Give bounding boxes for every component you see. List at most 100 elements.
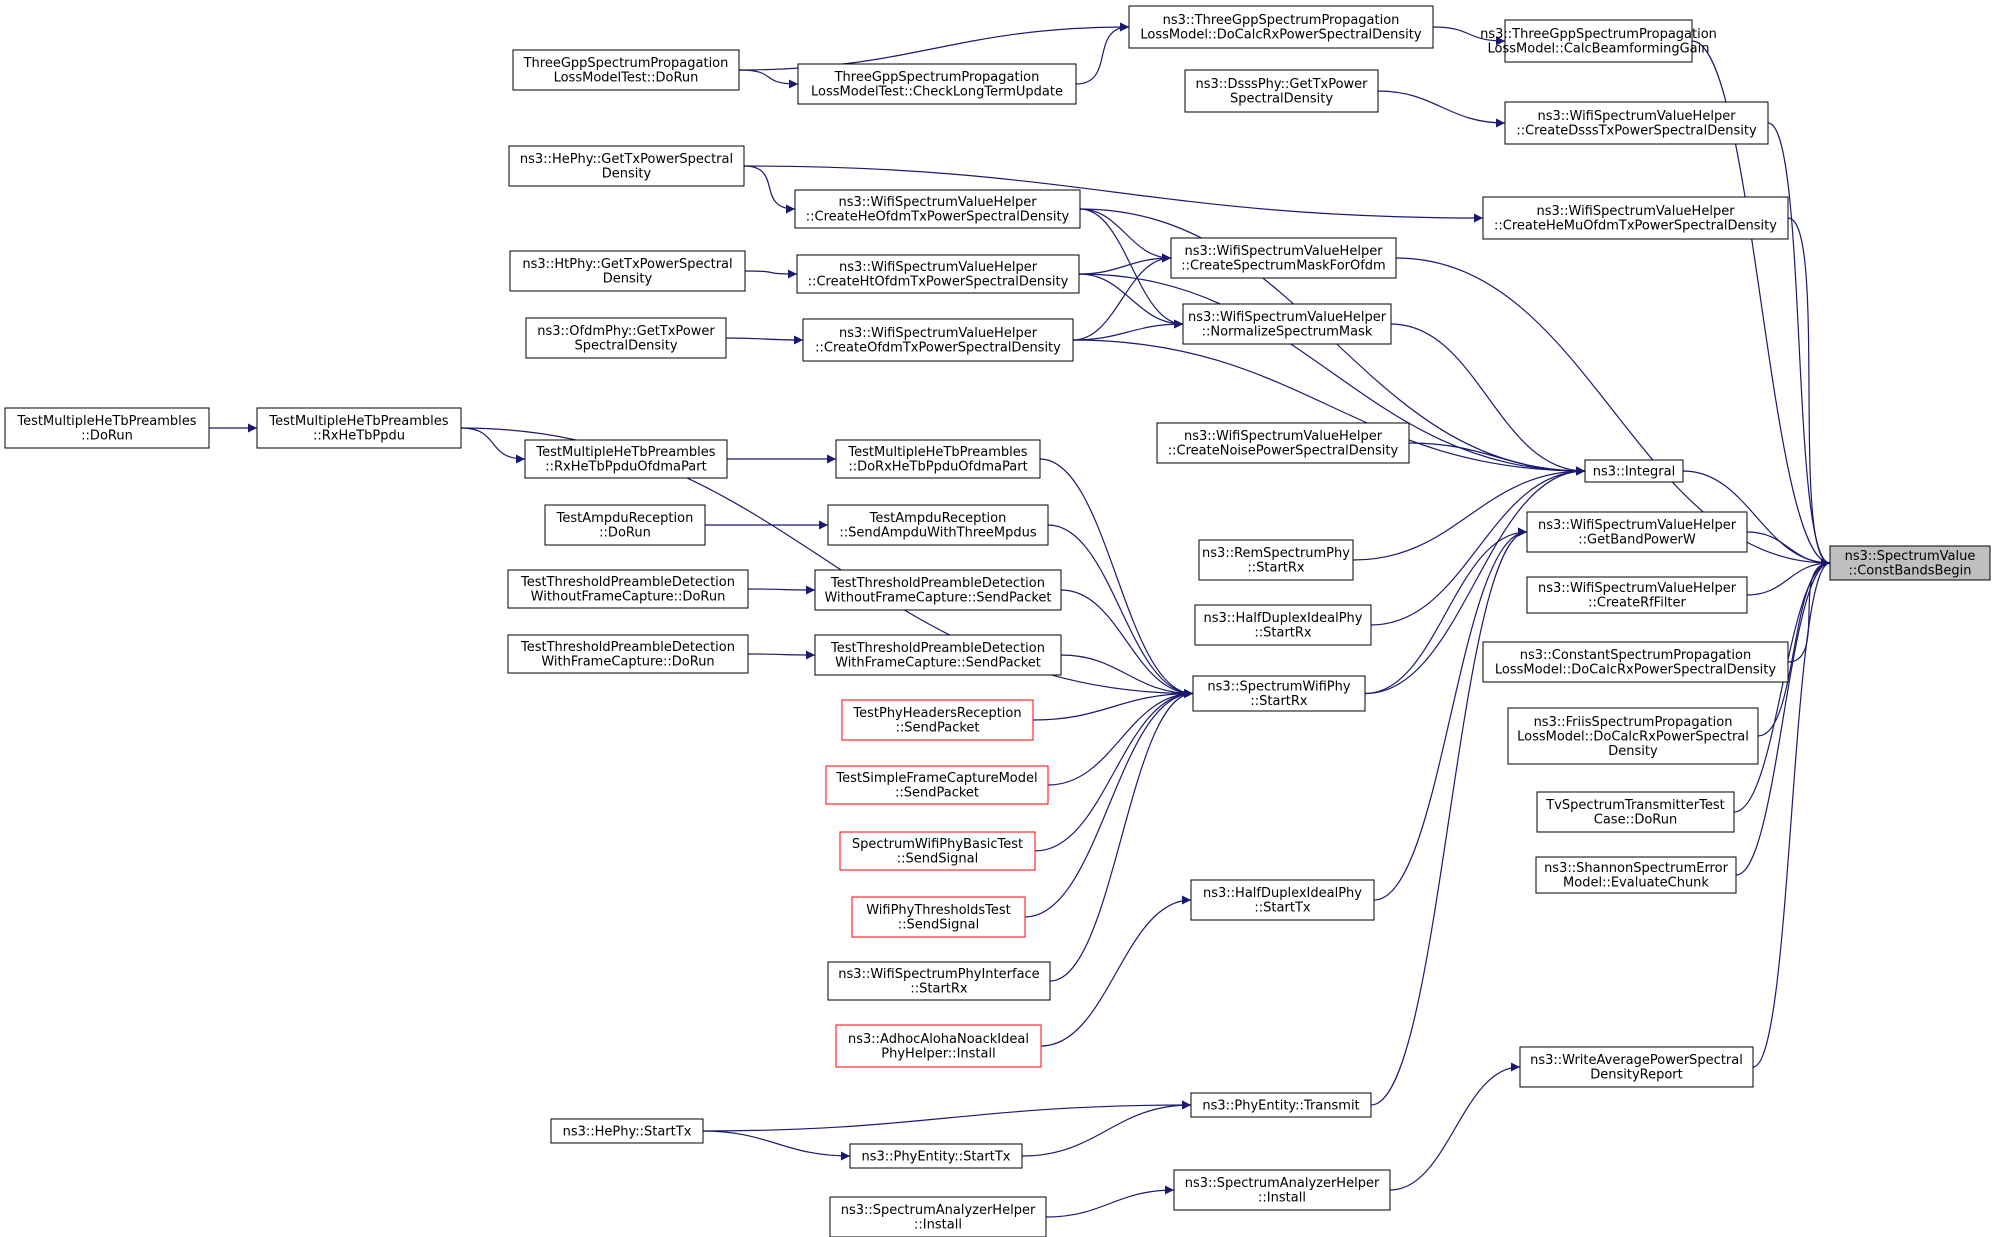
node-label: WithoutFrameCapture::SendPacket: [824, 591, 1051, 606]
node-sah-install-caller[interactable]: ns3::SpectrumAnalyzerHelper::Install: [829, 1196, 1047, 1237]
node-hdi-start-rx[interactable]: ns3::HalfDuplexIdealPhy::StartRx: [1194, 604, 1372, 646]
edge-constant-docalc-to-const-bands-begin: [1787, 558, 1831, 663]
node-rem-start-rx[interactable]: ns3::RemSpectrumPhy::StartRx: [1198, 539, 1354, 581]
node-label: ::Install: [1258, 1191, 1306, 1206]
node-label: ::DoRun: [81, 429, 133, 444]
edge-create-dsss-tx-psd-to-const-bands-begin: [1767, 122, 1831, 568]
node-label: ns3::HtPhy::GetTxPowerSpectral: [522, 257, 732, 272]
node-box: [825, 765, 1049, 805]
edge-create-ofdm-tx-psd-to-integral: [1072, 339, 1586, 476]
node-constant-docalc[interactable]: ns3::ConstantSpectrumPropagationLossMode…: [1482, 641, 1789, 683]
node-create-spectrum-mask-ofdm[interactable]: ns3::WifiSpectrumValueHelper::CreateSpec…: [1170, 237, 1397, 279]
node-label: ::DoRun: [599, 526, 651, 541]
node-box: [849, 1143, 1023, 1169]
node-sfcm-send[interactable]: TestSimpleFrameCaptureModel::SendPacket: [825, 765, 1049, 805]
node-label: ns3::SpectrumWifiPhy: [1207, 680, 1350, 695]
node-label: ::RxHeTbPpduOfdmaPart: [545, 460, 706, 475]
node-create-he-ofdm-tx-psd[interactable]: ns3::WifiSpectrumValueHelper::CreateHeOf…: [794, 189, 1081, 229]
node-mhetb-dorun[interactable]: TestMultipleHeTbPreambles::DoRun: [4, 407, 210, 449]
node-label: ::StartRx: [910, 982, 968, 997]
node-three-gpp-check-long-term[interactable]: ThreeGppSpectrumPropagationLossModelTest…: [797, 63, 1077, 105]
edge-swpbt-send-to-swp-start-rx: [1034, 689, 1194, 852]
node-three-gpp-test-dorun[interactable]: ThreeGppSpectrumPropagationLossModelTest…: [512, 49, 740, 91]
edge-create-he-mu-ofdm-tx-psd-to-const-bands-begin: [1787, 217, 1831, 568]
node-label: WithoutFrameCapture::DoRun: [531, 590, 726, 605]
node-box: [4, 407, 210, 449]
edge-wpt-send-to-swp-start-rx: [1024, 689, 1194, 918]
node-mhetb-rx-ofdma-part[interactable]: TestMultipleHeTbPreambles::RxHeTbPpduOfd…: [524, 439, 728, 479]
node-calc-beamforming-gain[interactable]: ns3::ThreeGppSpectrumPropagationLossMode…: [1480, 19, 1717, 63]
node-label: ns3::ThreeGppSpectrumPropagation: [1480, 27, 1717, 42]
node-label: ::SendSignal: [898, 918, 979, 933]
node-box: [796, 254, 1080, 294]
node-create-rf-filter[interactable]: ns3::WifiSpectrumValueHelper::CreateRfFi…: [1526, 576, 1748, 614]
node-three-gpp-docalc[interactable]: ns3::ThreeGppSpectrumPropagationLossMode…: [1128, 5, 1434, 49]
node-phy-entity-transmit[interactable]: ns3::PhyEntity::Transmit: [1190, 1092, 1372, 1118]
edge-hdi-start-rx-to-integral: [1370, 466, 1586, 626]
node-box: [1526, 511, 1748, 553]
node-get-band-power-w[interactable]: ns3::WifiSpectrumValueHelper::GetBandPow…: [1526, 511, 1748, 553]
node-tpd-w-send[interactable]: TestThresholdPreambleDetectionWithFrameC…: [814, 634, 1062, 676]
node-write-avg-psd[interactable]: ns3::WriteAveragePowerSpectralDensityRep…: [1519, 1046, 1754, 1088]
node-box: [1482, 196, 1789, 240]
node-phr-send[interactable]: TestPhyHeadersReception::SendPacket: [841, 699, 1034, 741]
node-label: TestAmpduReception: [556, 511, 694, 526]
node-create-he-mu-ofdm-tx-psd[interactable]: ns3::WifiSpectrumValueHelper::CreateHeMu…: [1482, 196, 1789, 240]
node-create-dsss-tx-psd[interactable]: ns3::WifiSpectrumValueHelper::CreateDsss…: [1504, 101, 1769, 145]
node-label: ::DoRxHeTbPpduOfdmaPart: [848, 460, 1027, 475]
node-label: ns3::FriisSpectrumPropagation: [1534, 715, 1733, 730]
node-friis-docalc[interactable]: ns3::FriisSpectrumPropagationLossModel::…: [1507, 707, 1759, 765]
node-label: ::CreateHtOfdmTxPowerSpectralDensity: [808, 275, 1069, 290]
node-label: TestMultipleHeTbPreambles: [16, 414, 196, 429]
nodes-layer: ns3::SpectrumValue::ConstBandsBeginns3::…: [4, 5, 1991, 1237]
node-create-noise-psd[interactable]: ns3::WifiSpectrumValueHelper::CreateNois…: [1156, 422, 1410, 464]
node-ampdu-send-three[interactable]: TestAmpduReception::SendAmpduWithThreeMp…: [827, 504, 1049, 546]
node-hdi-start-tx[interactable]: ns3::HalfDuplexIdealPhy::StartTx: [1190, 879, 1375, 921]
node-label: ns3::WifiSpectrumValueHelper: [1188, 310, 1387, 325]
node-swpbt-send[interactable]: SpectrumWifiPhyBasicTest::SendSignal: [839, 831, 1036, 871]
node-box: [512, 49, 740, 91]
node-tpd-wo-send[interactable]: TestThresholdPreambleDetectionWithoutFra…: [814, 569, 1062, 611]
edge-sah-install-to-write-avg-psd: [1389, 1062, 1521, 1191]
edge-create-ht-ofdm-tx-psd-to-integral: [1078, 273, 1586, 476]
node-ampdu-dorun[interactable]: TestAmpduReception::DoRun: [544, 504, 706, 546]
node-wpt-send[interactable]: WifiPhyThresholdsTest::SendSignal: [851, 896, 1026, 938]
node-box: [814, 634, 1062, 676]
node-box: [1192, 675, 1366, 712]
node-box: [1198, 539, 1354, 581]
node-swp-start-rx[interactable]: ns3::SpectrumWifiPhy::StartRx: [1192, 675, 1366, 712]
node-create-ht-ofdm-tx-psd[interactable]: ns3::WifiSpectrumValueHelper::CreateHtOf…: [796, 254, 1080, 294]
node-box: [827, 504, 1049, 546]
node-adhoc-install[interactable]: ns3::AdhocAlohaNoackIdealPhyHelper::Inst…: [835, 1024, 1042, 1068]
node-sah-install[interactable]: ns3::SpectrumAnalyzerHelper::Install: [1173, 1169, 1391, 1211]
node-box: [544, 504, 706, 546]
node-box: [1194, 604, 1372, 646]
node-mhetb-do-rx-ofdma-part[interactable]: TestMultipleHeTbPreambles::DoRxHeTbPpduO…: [835, 439, 1041, 479]
node-he-start-tx[interactable]: ns3::HePhy::StartTx: [550, 1118, 704, 1144]
node-shannon-eval[interactable]: ns3::ShannonSpectrumErrorModel::Evaluate…: [1535, 856, 1737, 894]
node-label: ns3::WifiSpectrumValueHelper: [1538, 518, 1737, 533]
node-label: Density: [1608, 744, 1658, 759]
node-label: TvSpectrumTransmitterTest: [1545, 798, 1724, 813]
node-label: ns3::WifiSpectrumValueHelper: [838, 195, 1037, 210]
node-label: Case::DoRun: [1594, 813, 1677, 828]
node-wspi-start-rx[interactable]: ns3::WifiSpectrumPhyInterface::StartRx: [827, 961, 1051, 1001]
node-label: TestAmpduReception: [869, 511, 1007, 526]
node-label: ns3::RemSpectrumPhy: [1202, 546, 1350, 561]
node-integral[interactable]: ns3::Integral: [1584, 459, 1684, 483]
edge-swp-start-rx-to-integral: [1364, 466, 1586, 695]
edge-create-ht-ofdm-tx-psd-to-normalize-spectrum-mask: [1078, 273, 1184, 329]
node-tpd-wo-dorun[interactable]: TestThresholdPreambleDetectionWithoutFra…: [507, 569, 749, 609]
node-tpd-w-dorun[interactable]: TestThresholdPreambleDetectionWithFrameC…: [507, 634, 749, 674]
node-label: ::StartRx: [1254, 626, 1312, 641]
node-phy-entity-start-tx[interactable]: ns3::PhyEntity::StartTx: [849, 1143, 1023, 1169]
node-normalize-spectrum-mask[interactable]: ns3::WifiSpectrumValueHelper::NormalizeS…: [1182, 303, 1392, 345]
node-mhetb-rx-ppdu[interactable]: TestMultipleHeTbPreambles::RxHeTbPpdu: [256, 407, 462, 449]
node-create-ofdm-tx-psd[interactable]: ns3::WifiSpectrumValueHelper::CreateOfdm…: [802, 318, 1074, 362]
node-const-bands-begin[interactable]: ns3::SpectrumValue::ConstBandsBegin: [1829, 545, 1991, 581]
